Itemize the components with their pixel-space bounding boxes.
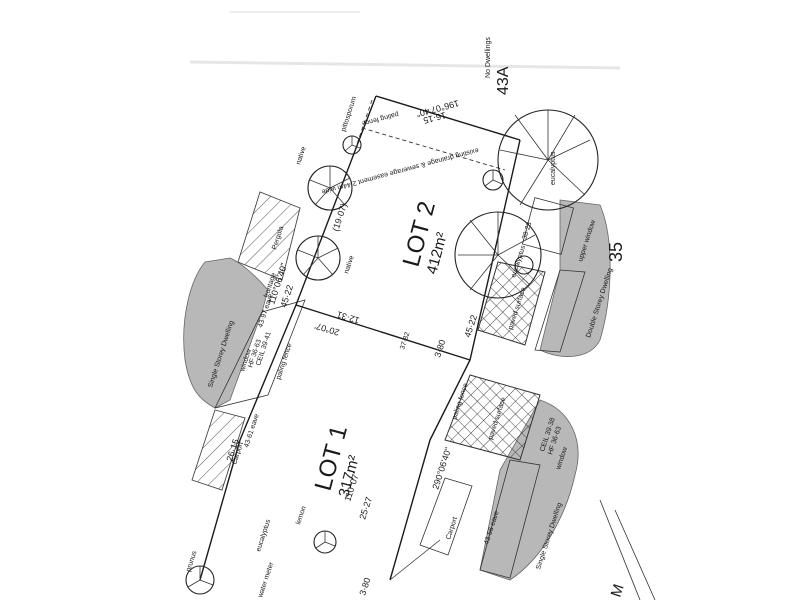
neighbour-43a-label: 43A: [495, 66, 512, 95]
label-eucalyptus-top: eucalyptus: [550, 151, 557, 185]
double-storey-building: [534, 269, 586, 353]
neighbour-right-double: [539, 199, 611, 357]
label-small-a: 38·23: [521, 221, 533, 240]
tree-native-top: [307, 165, 353, 211]
label-eucalyptus-bottom: eucalyptus: [255, 518, 272, 552]
dim-right-upper: 45·22: [462, 314, 479, 339]
lot-south-line: [389, 539, 441, 581]
easement-side: [354, 99, 373, 151]
single-storey-left-building: [214, 299, 306, 409]
lot-boundary-north: [375, 95, 521, 141]
tree-small-mid: [514, 255, 534, 275]
dim-bottom-length: 25·27: [357, 496, 374, 521]
tree-native-mid: [295, 235, 341, 281]
neighbour-right-lower: [479, 399, 579, 581]
neighbour-left-upper: [183, 257, 269, 409]
no-dwellings-label: No Dwellings: [485, 37, 492, 78]
paved-surface-bottom: [444, 374, 541, 461]
lot-boundary-east: [389, 139, 521, 581]
label-native-mid: native: [343, 255, 355, 275]
street-edge-line: [599, 499, 641, 600]
tree-prunus: [185, 565, 215, 595]
label-eave-a: 43·61 eave: [243, 413, 261, 449]
tree-pittosporum: [342, 135, 362, 155]
dim-mid-length-b: 3·80: [432, 338, 447, 358]
single-storey-right-building: [479, 459, 541, 579]
scan-artifact: [189, 60, 621, 70]
shed-structure: [521, 197, 575, 255]
dim-bottom-dim: 3·80: [357, 576, 372, 596]
pergola: [237, 191, 301, 281]
tree-lemon: [313, 530, 337, 554]
label-prunus: prunus: [185, 550, 198, 573]
paved-surface-top: [477, 261, 546, 346]
label-easement: existing drainage & sewerage easement 2.…: [321, 146, 480, 195]
street-edge-line-2: [614, 509, 656, 600]
lot-boundary-west: [199, 95, 377, 581]
label-native-top: native: [295, 146, 307, 166]
label-paling-fence-top: paling fence: [361, 110, 399, 127]
tree-eucalyptus-large-top: [497, 109, 599, 211]
tree-small-eucalyptus: [482, 169, 504, 191]
neighbour-35-label: 35: [606, 242, 626, 262]
dim-right-bearing: 290°06'40": [430, 446, 453, 491]
label-street-partial: M: [608, 582, 628, 599]
lot-dividing-line: [295, 304, 471, 361]
carport-left: [191, 409, 246, 491]
dim-mid-length: 12·31: [336, 309, 361, 325]
label-lemon: lemon: [295, 505, 308, 525]
easement-line: [361, 127, 506, 171]
dim-mid-bearing: 20°07': [313, 321, 340, 338]
label-pittosporum: pittosporum: [340, 96, 358, 133]
carport-right: [419, 477, 473, 556]
label-water-meter: water meter: [257, 561, 276, 600]
tree-large-mid: [454, 211, 542, 299]
